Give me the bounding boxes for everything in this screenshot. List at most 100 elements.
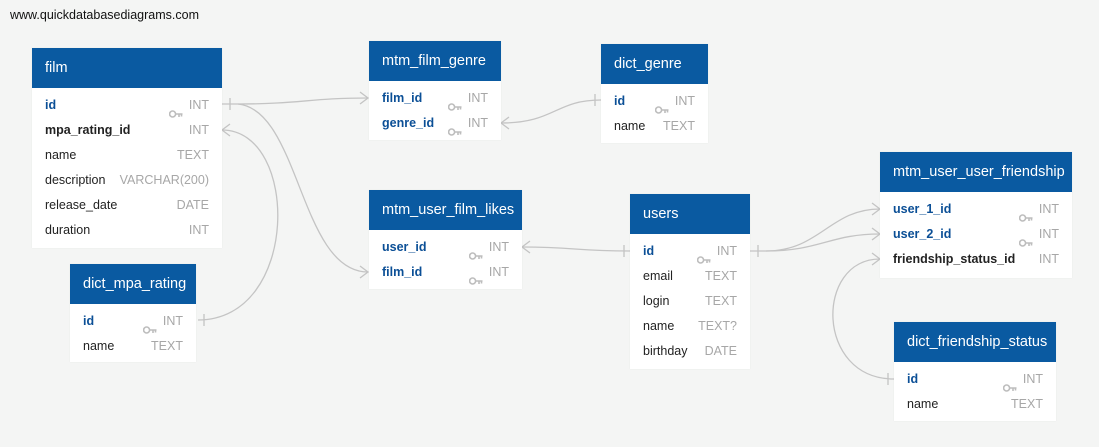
column-name: user_1_id bbox=[893, 202, 952, 216]
link-film-genre-crow-foot bbox=[359, 91, 370, 105]
column-name: user_id bbox=[382, 240, 427, 254]
column-row[interactable]: friendship_status_id INT bbox=[880, 247, 1072, 272]
column-type: TEXT bbox=[151, 339, 183, 353]
column-type: DATE bbox=[176, 198, 209, 212]
column-row[interactable]: name TEXT bbox=[601, 114, 708, 139]
column-type: TEXT bbox=[705, 294, 737, 308]
column-type: INT bbox=[488, 265, 509, 279]
link-film-likes-crow-foot bbox=[359, 265, 370, 279]
link-likes-user-crow-foot bbox=[520, 240, 531, 254]
key-icon bbox=[1018, 231, 1033, 247]
column-name: birthday bbox=[643, 344, 688, 358]
table-mtm-film-genre-header[interactable]: mtm_film_genre bbox=[369, 41, 501, 81]
table-dict-mpa-rating-header[interactable]: dict_mpa_rating bbox=[70, 264, 196, 304]
column-row[interactable]: birthday DATE bbox=[630, 339, 750, 364]
link-film-mpa-crow-foot bbox=[220, 123, 231, 137]
link-film-id-one-marker bbox=[222, 98, 238, 110]
table-mtm-user-user-friendship-header[interactable]: mtm_user_user_friendship bbox=[880, 152, 1072, 192]
column-name: name bbox=[45, 148, 77, 162]
key-icon bbox=[1018, 206, 1033, 222]
column-type: INT bbox=[162, 314, 183, 328]
column-name: description bbox=[45, 173, 106, 187]
column-row[interactable]: film_id INT bbox=[369, 260, 522, 285]
column-type: INT bbox=[467, 91, 488, 105]
column-row[interactable]: user_1_id INT bbox=[880, 197, 1072, 222]
site-watermark: www.quickdatabasediagrams.com bbox=[10, 8, 199, 22]
column-type: VARCHAR(200) bbox=[119, 173, 209, 187]
key-icon bbox=[468, 244, 483, 260]
link-friendship-user1-crow-foot bbox=[871, 202, 882, 216]
table-dict-mpa-rating[interactable]: dict_mpa_rating id INT name TEXT bbox=[70, 264, 196, 362]
column-row[interactable]: name TEXT bbox=[70, 334, 196, 359]
column-name: name bbox=[83, 339, 115, 353]
key-icon bbox=[142, 318, 157, 334]
key-icon bbox=[654, 98, 669, 114]
column-name: release_date bbox=[45, 198, 118, 212]
column-type: TEXT bbox=[1011, 397, 1043, 411]
column-row[interactable]: login TEXT bbox=[630, 289, 750, 314]
column-type: INT bbox=[1038, 252, 1059, 266]
link-genre-to-dict-genre bbox=[500, 99, 602, 124]
column-row[interactable]: id INT bbox=[630, 239, 750, 264]
column-row[interactable]: name TEXT bbox=[32, 143, 222, 168]
column-type: DATE bbox=[704, 344, 737, 358]
link-likes-user-to-users bbox=[521, 246, 631, 252]
column-name: id bbox=[83, 314, 95, 328]
column-type: TEXT? bbox=[698, 319, 737, 333]
link-users-to-friendship-user1 bbox=[765, 208, 881, 252]
column-name: login bbox=[643, 294, 670, 308]
key-icon bbox=[168, 102, 183, 118]
column-name: friendship_status_id bbox=[893, 252, 1016, 266]
column-type: INT bbox=[188, 223, 209, 237]
key-icon bbox=[1002, 376, 1017, 392]
column-type: INT bbox=[674, 94, 695, 108]
column-row[interactable]: id INT bbox=[894, 367, 1056, 392]
link-film-id-to-mtm-user-film-likes bbox=[237, 103, 369, 273]
column-name: name bbox=[614, 119, 646, 133]
column-row[interactable]: description VARCHAR(200) bbox=[32, 168, 222, 193]
column-name: duration bbox=[45, 223, 91, 237]
table-dict-friendship-status-header[interactable]: dict_friendship_status bbox=[894, 322, 1056, 362]
column-name: mpa_rating_id bbox=[45, 123, 131, 137]
column-name: id bbox=[643, 244, 655, 258]
table-users-header[interactable]: users bbox=[630, 194, 750, 234]
key-icon bbox=[696, 248, 711, 264]
column-type: TEXT bbox=[177, 148, 209, 162]
table-dict-genre-header[interactable]: dict_genre bbox=[601, 44, 708, 84]
column-row[interactable]: duration INT bbox=[32, 218, 222, 243]
column-row[interactable]: id INT bbox=[70, 309, 196, 334]
column-type: TEXT bbox=[663, 119, 695, 133]
column-type: INT bbox=[1022, 372, 1043, 386]
column-type: TEXT bbox=[705, 269, 737, 283]
column-type: INT bbox=[1038, 202, 1059, 216]
column-row[interactable]: release_date DATE bbox=[32, 193, 222, 218]
column-name: film_id bbox=[382, 265, 423, 279]
column-type: INT bbox=[716, 244, 737, 258]
column-name: id bbox=[907, 372, 919, 386]
table-mtm-user-film-likes-header[interactable]: mtm_user_film_likes bbox=[369, 190, 522, 230]
table-film-header[interactable]: film bbox=[32, 48, 222, 88]
column-type: INT bbox=[467, 116, 488, 130]
